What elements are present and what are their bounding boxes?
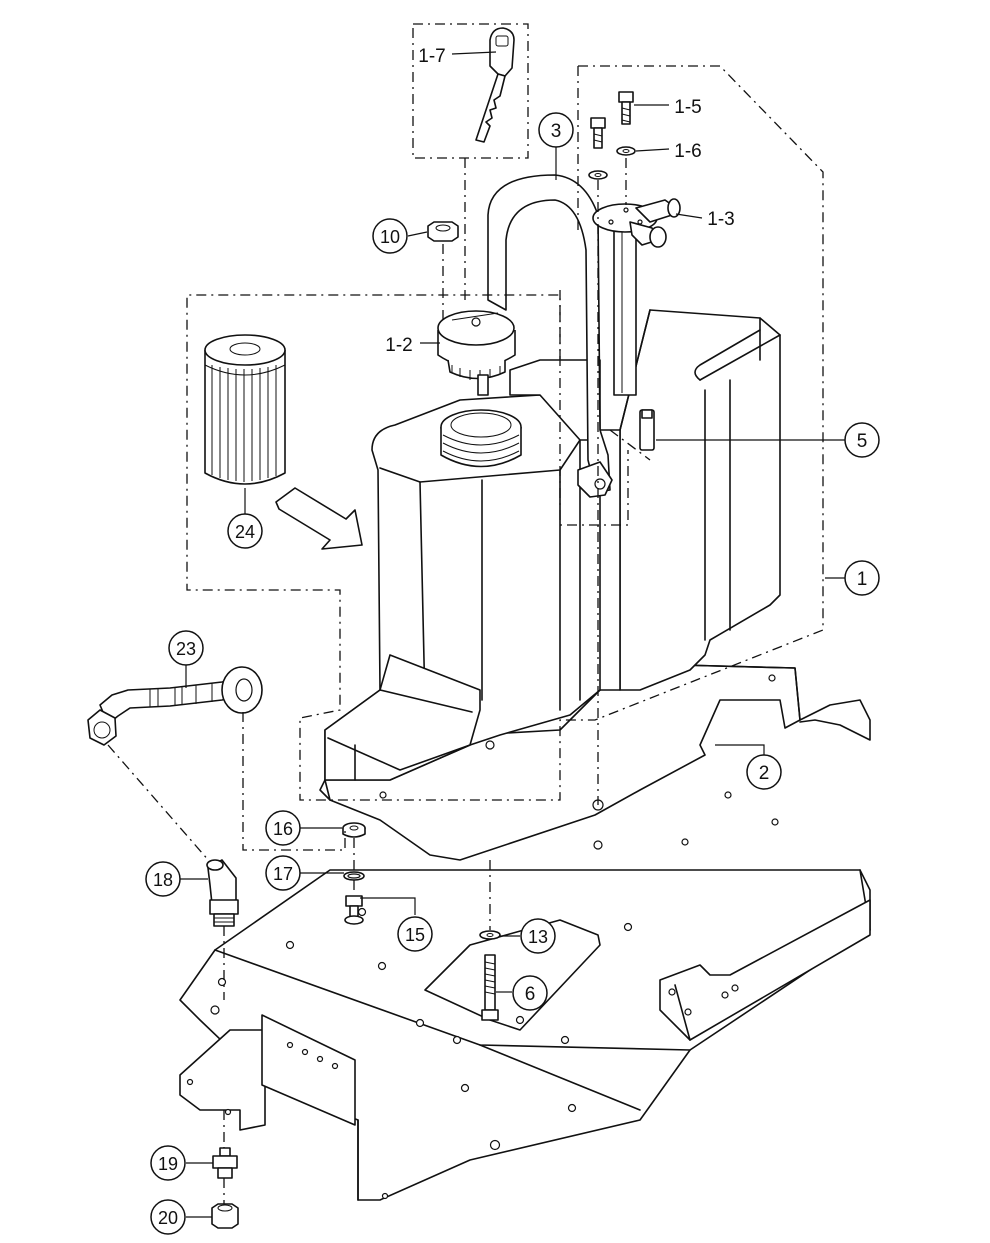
svg-text:20: 20 [158, 1208, 178, 1228]
callout-5: 5 [844, 422, 880, 458]
svg-text:13: 13 [528, 927, 548, 947]
direction-arrow-icon [275, 487, 363, 550]
svg-text:5: 5 [857, 431, 868, 452]
key [475, 27, 515, 143]
svg-text:1-5: 1-5 [674, 97, 701, 118]
bolt-6-washer-13 [479, 930, 501, 1021]
callout-1-5: 1-5 [674, 97, 701, 118]
svg-text:17: 17 [273, 864, 293, 884]
callout-13: 13 [520, 918, 556, 954]
callout-1-2: 1-2 [385, 335, 412, 356]
callout-20: 20 [150, 1199, 186, 1235]
bolts-washers [588, 91, 636, 180]
callout-23: 23 [168, 630, 204, 666]
svg-text:2: 2 [759, 763, 770, 784]
fuel-sender [592, 198, 681, 396]
leader-lines [180, 51, 845, 1218]
fuel-hose [87, 666, 263, 746]
callout-3: 3 [538, 112, 574, 148]
callout-24: 24 [227, 513, 263, 549]
callout-15: 15 [397, 916, 433, 952]
svg-text:19: 19 [158, 1154, 178, 1174]
svg-text:15: 15 [405, 925, 425, 945]
svg-text:10: 10 [380, 227, 400, 247]
svg-text:24: 24 [235, 522, 255, 542]
base-frame [179, 869, 871, 1201]
fitting-19-nut-20 [211, 1147, 239, 1229]
assembly-boundaries [107, 23, 824, 1204]
svg-text:18: 18 [153, 870, 173, 890]
svg-text:1-2: 1-2 [385, 335, 412, 356]
svg-text:23: 23 [176, 639, 196, 659]
filler-cap [437, 310, 516, 396]
callout-6: 6 [512, 975, 548, 1011]
callout-17: 17 [265, 855, 301, 891]
svg-text:6: 6 [525, 984, 536, 1005]
svg-text:1: 1 [857, 569, 868, 590]
callout-2: 2 [746, 754, 782, 790]
callout-19: 19 [150, 1145, 186, 1181]
callout-1-3: 1-3 [707, 209, 734, 230]
callout-18: 18 [145, 861, 181, 897]
callout-1: 1 [844, 560, 880, 596]
svg-text:1-3: 1-3 [707, 209, 734, 230]
callout-1-7: 1-7 [418, 46, 445, 67]
svg-text:1-7: 1-7 [418, 46, 445, 67]
callout-10: 10 [372, 218, 408, 254]
svg-text:16: 16 [273, 819, 293, 839]
callout-1-6: 1-6 [674, 141, 701, 162]
washers-banjo [342, 822, 366, 925]
fuel-filter [204, 334, 286, 485]
svg-text:1-6: 1-6 [674, 141, 701, 162]
callout-16: 16 [265, 810, 301, 846]
svg-text:3: 3 [551, 121, 562, 142]
nut-10 [427, 221, 459, 242]
elbow-fitting [206, 859, 239, 927]
fuel-tank [324, 309, 781, 781]
